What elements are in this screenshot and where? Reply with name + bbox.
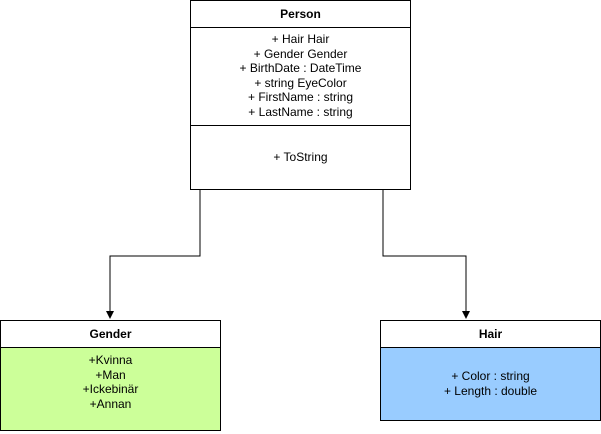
attribute-row: + BirthDate : DateTime bbox=[239, 61, 362, 75]
class-gender[interactable]: Gender +Kvinna +Man +Ickebinär +Annan bbox=[0, 320, 221, 431]
arrowhead-icon bbox=[462, 311, 470, 319]
class-gender-title: Gender bbox=[1, 321, 220, 348]
attribute-row: + Color : string bbox=[451, 369, 530, 383]
enum-value-row: +Kvinna bbox=[88, 353, 133, 367]
attribute-row: + string EyeColor bbox=[254, 75, 347, 90]
class-person[interactable]: Person + Hair Hair + Gender Gender + Bir… bbox=[190, 0, 411, 190]
enum-value-row: +Man bbox=[95, 367, 126, 382]
attribute-row: + LastName : string bbox=[248, 104, 353, 119]
enum-value-row: +Annan bbox=[89, 396, 132, 411]
edge-person-gender bbox=[106, 190, 201, 319]
class-hair-title: Hair bbox=[381, 321, 600, 348]
class-person-attributes: + Hair Hair + Gender Gender + BirthDate … bbox=[191, 28, 410, 126]
class-person-methods: + ToString bbox=[191, 126, 410, 189]
edge-person-hair bbox=[382, 190, 470, 319]
arrowhead-icon bbox=[106, 311, 114, 319]
attribute-row: + Gender Gender bbox=[253, 46, 348, 61]
attribute-row: + FirstName : string bbox=[247, 90, 354, 104]
method-row: + ToString bbox=[273, 150, 328, 164]
class-person-title: Person bbox=[191, 1, 410, 28]
class-gender-values: +Kvinna +Man +Ickebinär +Annan bbox=[1, 348, 220, 430]
attribute-row: + Hair Hair bbox=[271, 32, 330, 46]
class-hair-attributes: + Color : string + Length : double bbox=[381, 348, 600, 420]
class-hair[interactable]: Hair + Color : string + Length : double bbox=[380, 320, 601, 421]
enum-value-row: +Ickebinär bbox=[82, 382, 139, 396]
attribute-row: + Length : double bbox=[443, 383, 538, 398]
